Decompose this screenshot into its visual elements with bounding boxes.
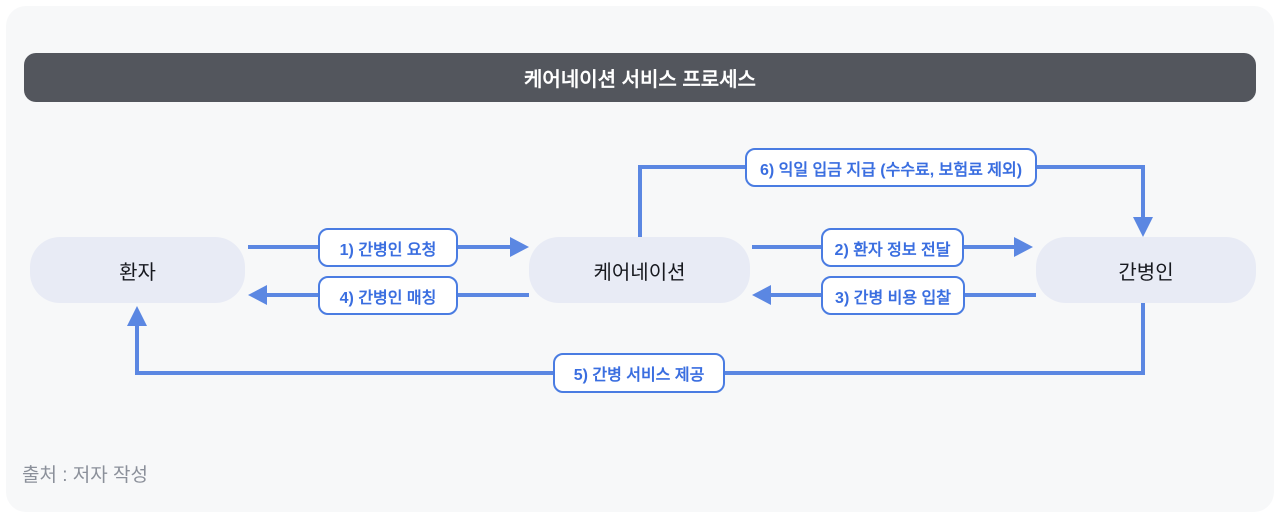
node-carenation: 케어네이션: [529, 237, 750, 303]
flow-label-step-2-text: 2) 환자 정보 전달: [834, 241, 951, 259]
arrow-5-head: [127, 306, 147, 326]
flow-label-step-5-text: 5) 간병 서비스 제공: [573, 367, 705, 384]
node-patient: 환자: [30, 237, 245, 303]
node-caregiver-label: 간병인: [1118, 261, 1174, 284]
title-bar: 케어네이션 서비스 프로세스: [24, 53, 1256, 102]
flow-label-step-4: 4) 간병인 매칭: [318, 276, 458, 315]
flow-label-step-6-text: 6) 익일 입금 지급 (수수료, 보험료 제외): [759, 161, 1023, 179]
node-carenation-label: 케어네이션: [593, 261, 686, 284]
flow-label-step-1-text: 1) 간병인 요청: [339, 241, 437, 259]
arrow-3-head: [752, 285, 771, 305]
flow-label-step-4-text: 4) 간병인 매칭: [339, 289, 437, 307]
flow-label-step-3: 3) 간병 비용 입찰: [821, 276, 965, 315]
arrow-1-head: [510, 237, 529, 257]
node-caregiver: 간병인: [1036, 237, 1256, 303]
node-patient-label: 환자: [119, 261, 156, 284]
arrow-4-head: [248, 285, 267, 305]
source-caption: 출처 : 저자 작성: [22, 465, 148, 486]
flow-label-step-5: 5) 간병 서비스 제공: [553, 353, 725, 393]
flow-label-step-2: 2) 환자 정보 전달: [821, 228, 964, 267]
flow-label-step-6: 6) 익일 입금 지급 (수수료, 보험료 제외): [745, 148, 1037, 187]
flow-label-step-1: 1) 간병인 요청: [318, 228, 458, 267]
arrow-6-head: [1133, 217, 1153, 237]
flow-label-step-3-text: 3) 간병 비용 입찰: [835, 289, 951, 307]
arrow-2-head: [1014, 237, 1033, 257]
diagram-title: 케어네이션 서비스 프로세스: [524, 69, 756, 91]
